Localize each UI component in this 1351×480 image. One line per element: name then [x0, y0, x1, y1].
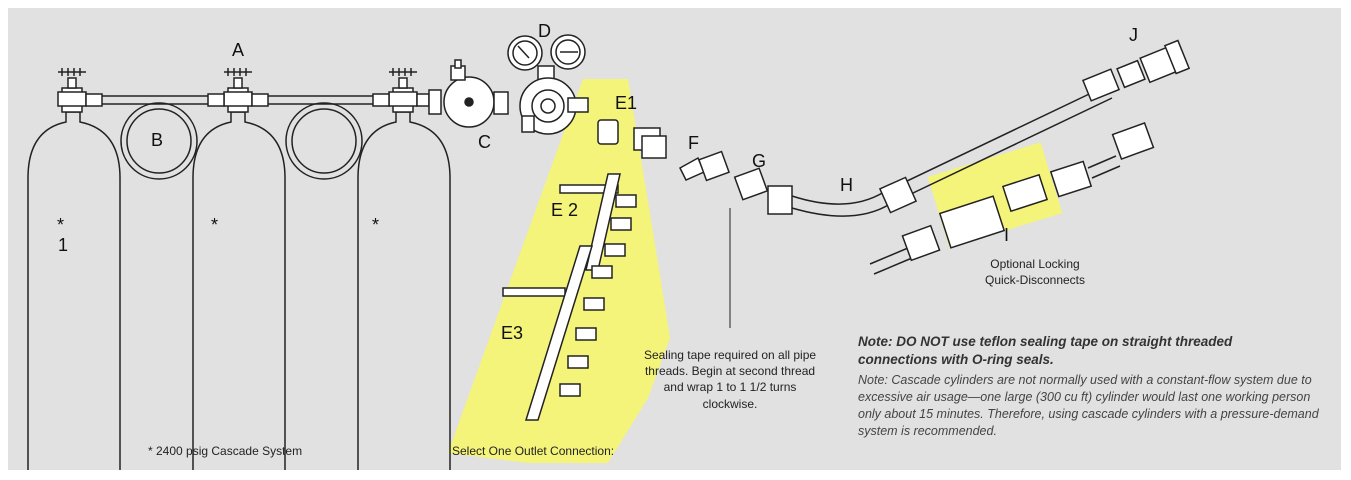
cylinder-3 — [357, 111, 451, 470]
valve-1 — [57, 68, 103, 113]
regulator-c — [428, 59, 495, 128]
pigtail-coils — [120, 102, 363, 180]
optional-locking-caption: Optional Locking Quick-Disconnects — [984, 257, 1086, 288]
label-e2: E 2 — [551, 200, 579, 220]
label-i: I — [1004, 225, 1010, 245]
label-d: D — [538, 21, 551, 41]
cascade-usage-note: Note: Cascade cylinders are not normally… — [858, 373, 1319, 438]
cylinder-1-number: 1 — [58, 235, 69, 255]
cylinder-1-star: * — [57, 215, 65, 235]
lower-hose-i — [869, 122, 1155, 275]
cascade-system-caption: * 2400 psig Cascade System — [148, 444, 303, 458]
outlet-e1 — [597, 119, 667, 159]
cylinder-valves — [57, 68, 430, 113]
label-j: J — [1129, 25, 1138, 45]
sealing-tape-caption: Sealing tape required on all pipe thread… — [643, 348, 817, 411]
cylinder-3-star: * — [372, 215, 380, 235]
fittings-f-g — [679, 150, 769, 328]
label-a: A — [232, 40, 245, 60]
outlet-e2 — [559, 173, 637, 271]
cascade-system-diagram — [27, 34, 1191, 470]
cylinder-1 — [27, 111, 121, 470]
label-c: C — [478, 132, 491, 152]
gauge-regulator-d — [493, 34, 589, 135]
label-e3: E3 — [501, 323, 524, 343]
label-g: G — [752, 151, 767, 171]
select-outlet-caption: Select One Outlet Connection: — [452, 444, 615, 458]
outlet-e3 — [502, 245, 613, 421]
diagram-panel: A B C D E1 E 2 E3 F G H I J * 1 * * * 24… — [8, 8, 1341, 470]
hose-h — [767, 85, 1113, 217]
label-b: B — [151, 130, 164, 150]
valve-3 — [372, 68, 430, 113]
cylinder-2 — [192, 111, 286, 470]
valve-2 — [207, 68, 269, 113]
cylinders — [27, 111, 451, 470]
teflon-warning-note: Note: DO NOT use teflon sealing tape on … — [858, 334, 1233, 367]
fittings-j — [1081, 39, 1191, 102]
label-f: F — [688, 133, 699, 153]
cylinder-2-star: * — [211, 215, 219, 235]
label-e1: E1 — [615, 93, 638, 113]
label-h: H — [840, 175, 853, 195]
